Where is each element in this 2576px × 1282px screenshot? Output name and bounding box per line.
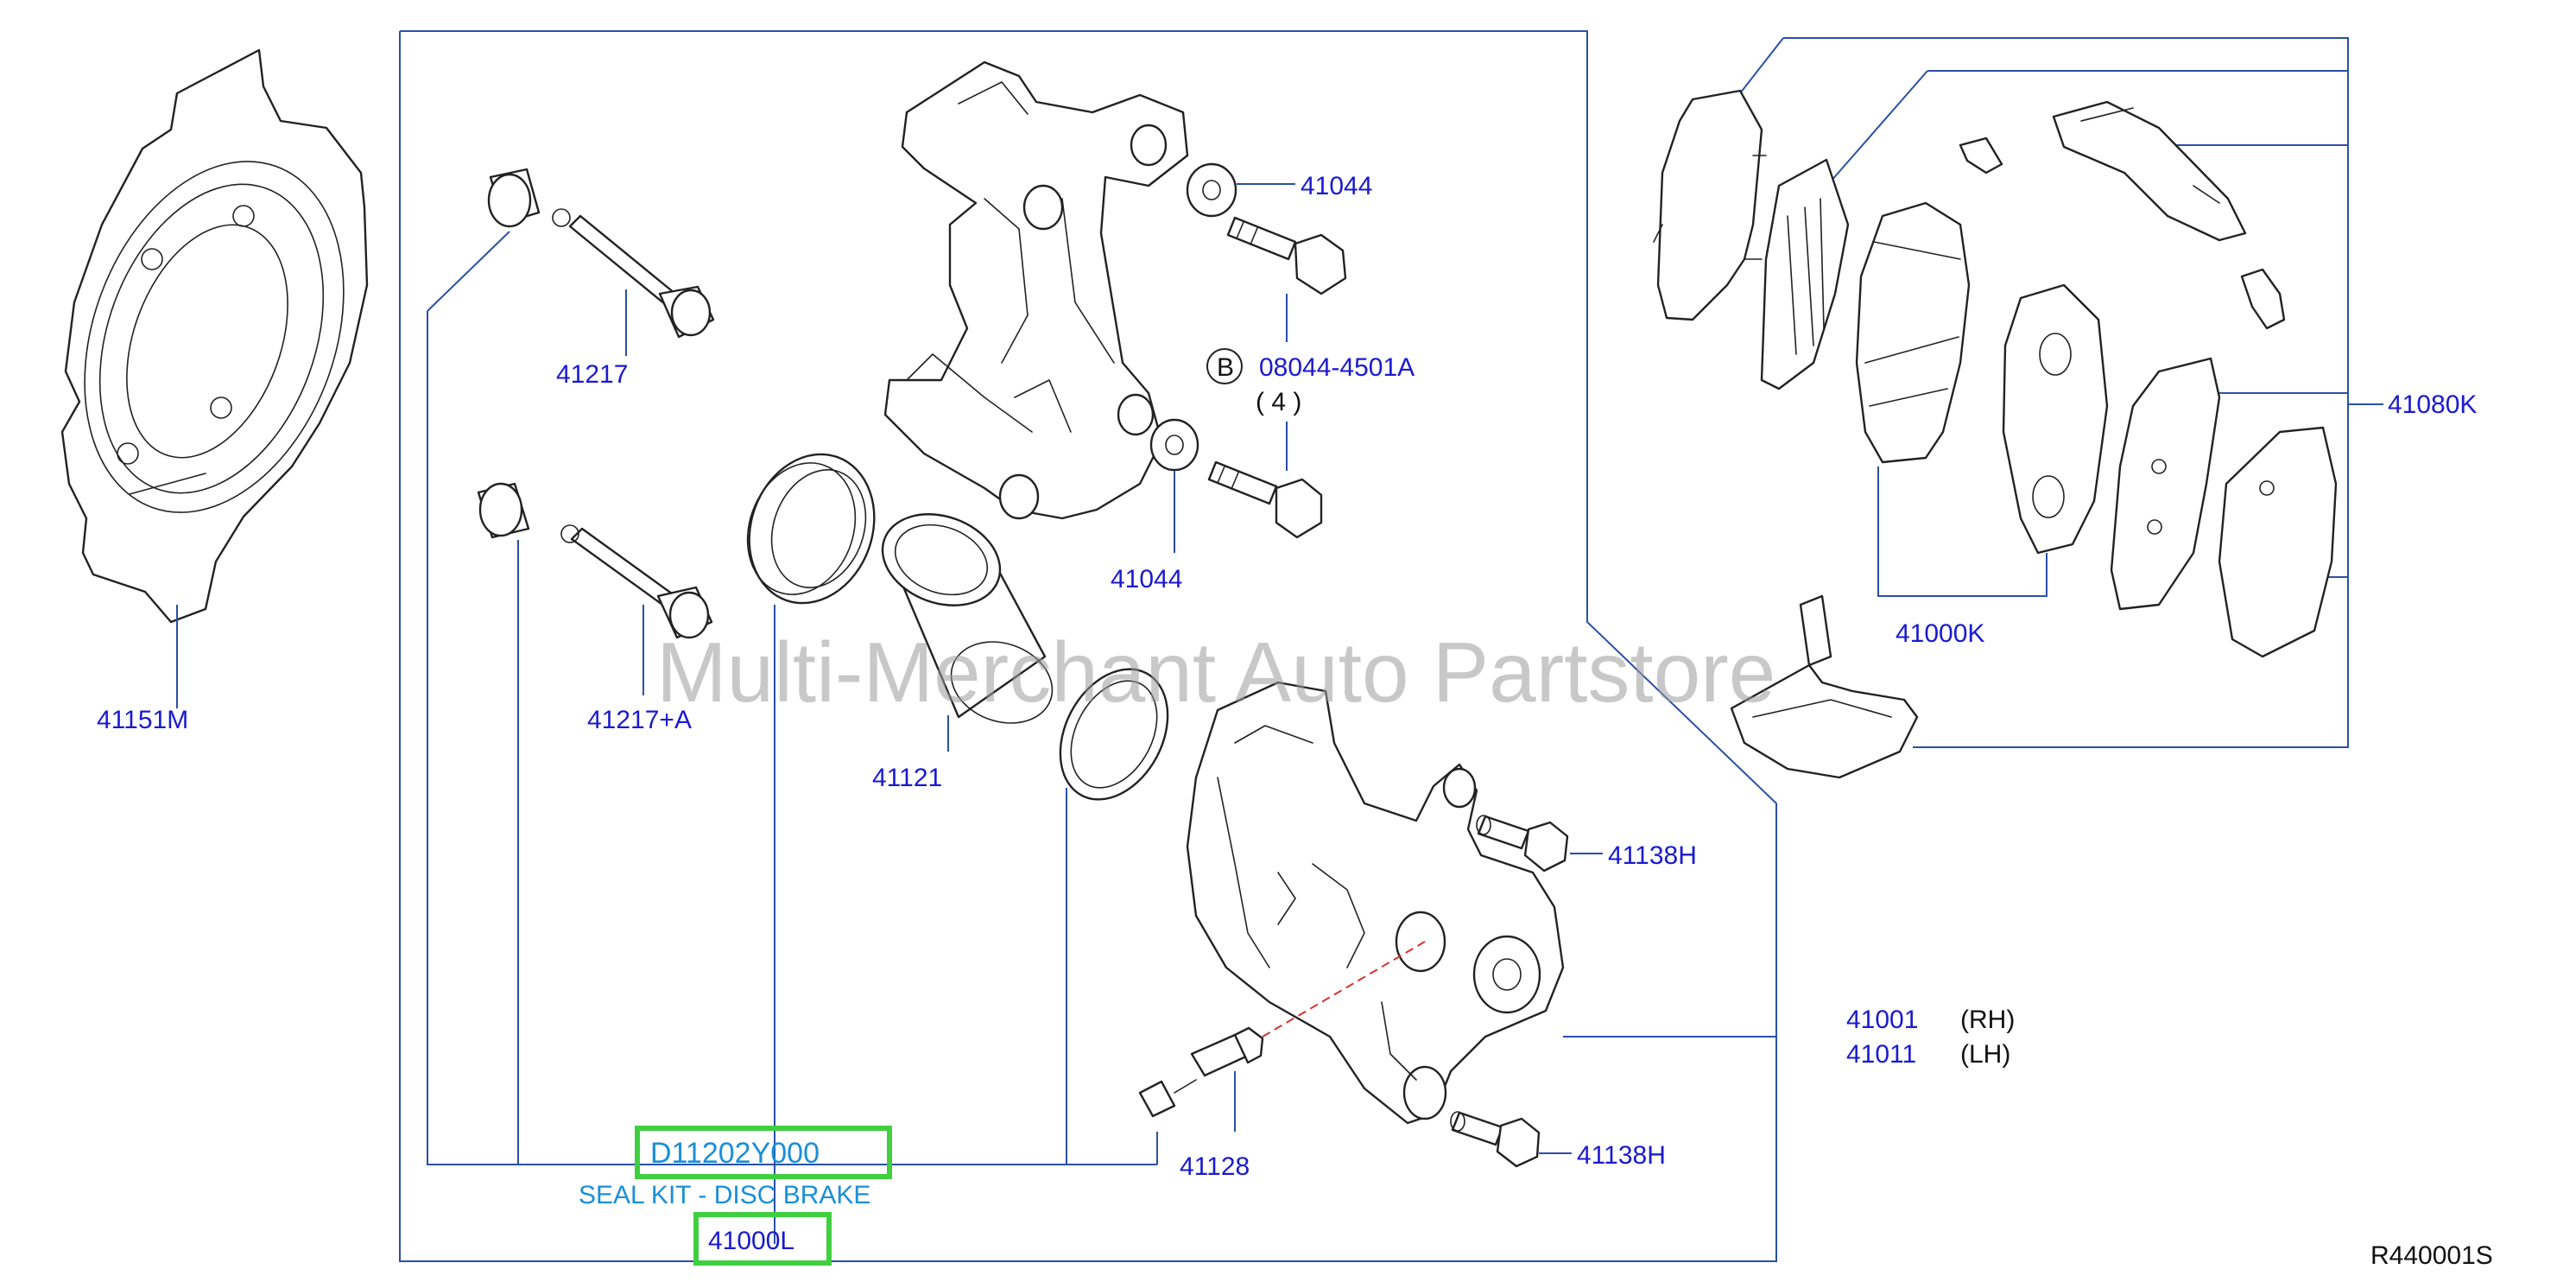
- caliper-body-drawing: [1186, 681, 1565, 1125]
- label-41151M: 41151M: [97, 706, 188, 734]
- backing-plate-drawing: [60, 48, 369, 708]
- washer-upper-drawing: [1186, 162, 1237, 218]
- label-41001-side: (RH): [1960, 1006, 2015, 1034]
- label-bolt-qty: ( 4 ): [1256, 388, 1301, 416]
- label-41044-upper: 41044: [1301, 172, 1372, 200]
- label-41011: 41011: [1846, 1040, 1916, 1069]
- pad-shim-far-drawing: [2218, 426, 2338, 658]
- caliper-assembly-frame: [399, 30, 1777, 1262]
- brake-pad-outer-drawing: [1855, 201, 1971, 464]
- label-41000K: 41000K: [1896, 619, 1984, 648]
- caliper-bolt-lower-drawing: [1450, 1111, 1541, 1168]
- washer-lower-drawing: [1149, 418, 1199, 472]
- bolt-marker-circle: [1206, 348, 1243, 384]
- diagram-code: R440001S: [2370, 1241, 2493, 1270]
- piston-drawing: [881, 513, 1054, 724]
- pad-shim-inner-drawing: [1760, 158, 1850, 390]
- label-41080K: 41080K: [2388, 390, 2477, 419]
- label-41138H-upper: 41138H: [1608, 841, 1697, 870]
- seal-kit-number-highlight: [635, 1126, 892, 1179]
- seal-kit-ref-highlight: [693, 1212, 832, 1266]
- label-41138H-lower: 41138H: [1577, 1141, 1666, 1170]
- label-08044-4501A: 08044-4501A: [1259, 353, 1415, 382]
- pad-clip-lower-drawing: [1730, 594, 1919, 779]
- caliper-bracket-drawing: [883, 60, 1189, 520]
- bolt-upper-drawing: [1226, 216, 1347, 295]
- label-41128: 41128: [1180, 1152, 1250, 1181]
- bolt-lower-drawing: [1207, 460, 1323, 539]
- piston-seal-drawing: [746, 453, 876, 605]
- guide-pin-lower-drawing: [477, 482, 713, 639]
- label-bolt-marker: B: [1217, 353, 1234, 382]
- label-41000L[interactable]: 41000L: [708, 1227, 794, 1255]
- label-41121: 41121: [872, 764, 942, 792]
- label-41217-A: 41217+A: [587, 706, 692, 734]
- pad-shim-right-drawing: [2110, 357, 2221, 611]
- pad-clip-small-drawing: [2240, 268, 2286, 330]
- pad-shim-outer-drawing: [1653, 89, 1767, 321]
- watermark: Multi-Merchant Auto Partstore: [656, 625, 1775, 720]
- label-seal-kit-number[interactable]: D11202Y000: [650, 1137, 820, 1170]
- label-41217: 41217: [556, 360, 628, 389]
- label-seal-kit-name: SEAL KIT - DISC BRAKE: [579, 1181, 870, 1209]
- label-41044-lower: 41044: [1111, 565, 1182, 593]
- bleeder-screw-drawing: [1138, 1026, 1264, 1118]
- label-41011-side: (LH): [1960, 1040, 2010, 1069]
- seal-kit-leaders: [427, 311, 1158, 1218]
- piston-boot-drawing: [1059, 668, 1169, 801]
- caliper-bolt-upper-drawing: [1476, 815, 1569, 873]
- pad-clip-upper-drawing: [1959, 100, 2247, 242]
- guide-pin-upper-drawing: [487, 168, 715, 339]
- brake-pad-inner-drawing: [2002, 283, 2109, 555]
- label-41001: 41001: [1846, 1006, 1918, 1034]
